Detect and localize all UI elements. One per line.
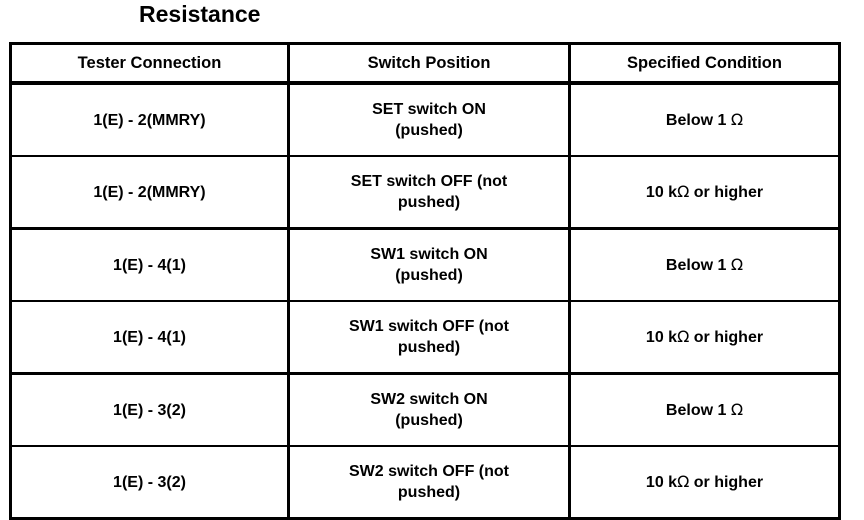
switch-position-line-2: (pushed) (395, 412, 463, 429)
cell-specified-condition: Below 1 Ω (568, 228, 841, 302)
specified-condition-value: Below 1 (665, 402, 731, 419)
cell-tester-connection: 1(E) - 2(MMRY) (9, 84, 290, 157)
specified-condition-value: Below 1 (665, 112, 731, 129)
column-header-specified-condition: Specified Condition (568, 42, 841, 83)
cell-switch-position: SW2 switch ON (pushed) (287, 373, 571, 447)
column-header-tester-connection: Tester Connection (9, 42, 290, 83)
header-rule-cell-1 (9, 81, 290, 85)
specified-condition-value: Below 1 (665, 257, 731, 274)
table-row: 1(E) - 2(MMRY) SET switch ON (pushed) Be… (9, 84, 841, 157)
ohm-symbol: Ω (677, 182, 690, 201)
resistance-inspection-table: Tester Connection Switch Position Specif… (9, 42, 841, 520)
switch-position-line-2: pushed) (397, 339, 461, 356)
cell-specified-condition: 10 kΩ or higher (568, 156, 841, 230)
page-title: Resistance (139, 1, 261, 27)
specified-condition-value: 10 k (645, 474, 678, 491)
table-body: 1(E) - 2(MMRY) SET switch ON (pushed) Be… (9, 81, 841, 520)
cell-tester-connection: 1(E) - 3(2) (9, 373, 290, 447)
switch-position-line-1: SW2 switch OFF (not (349, 463, 509, 480)
switch-position-line-1: SW1 switch OFF (not (349, 318, 509, 335)
cell-specified-condition: 10 kΩ or higher (568, 301, 841, 375)
table-header-row: Tester Connection Switch Position Specif… (9, 42, 841, 83)
specified-condition-suffix: or higher (689, 184, 764, 201)
cell-specified-condition: Below 1 Ω (568, 373, 841, 447)
switch-position-line-2: pushed) (397, 194, 461, 211)
ohm-symbol: Ω (677, 472, 690, 491)
cell-tester-connection: 1(E) - 2(MMRY) (9, 156, 290, 230)
switch-position-line-1: SW1 switch ON (370, 246, 488, 263)
switch-position-line-2: (pushed) (395, 122, 463, 139)
table-row: 1(E) - 4(1) SW1 switch OFF (not pushed) … (9, 301, 841, 375)
table-row: 1(E) - 4(1) SW1 switch ON (pushed) Below… (9, 228, 841, 302)
table-header: Tester Connection Switch Position Specif… (9, 42, 841, 83)
switch-position-line-1: SET switch ON (372, 101, 486, 118)
switch-position-line-1: SET switch OFF (not (350, 173, 508, 190)
page-root: Resistance Tester Connection Switch Posi… (9, 1, 841, 520)
table-row: 1(E) - 3(2) SW2 switch ON (pushed) Below… (9, 373, 841, 447)
cell-tester-connection: 1(E) - 4(1) (9, 301, 290, 375)
cell-switch-position: SW1 switch ON (pushed) (287, 228, 571, 302)
switch-position-line-2: (pushed) (395, 267, 463, 284)
header-rule-cell-2 (287, 81, 571, 85)
cell-switch-position: SET switch OFF (not pushed) (287, 156, 571, 230)
switch-position-line-1: SW2 switch ON (370, 391, 488, 408)
header-double-rule (9, 81, 841, 85)
header-rule-cell-3 (568, 81, 841, 85)
ohm-symbol: Ω (730, 255, 744, 274)
ohm-symbol: Ω (730, 110, 744, 129)
cell-tester-connection: 1(E) - 3(2) (9, 446, 290, 520)
cell-switch-position: SW2 switch OFF (not pushed) (287, 446, 571, 520)
cell-switch-position: SW1 switch OFF (not pushed) (287, 301, 571, 375)
table-row: 1(E) - 2(MMRY) SET switch OFF (not pushe… (9, 156, 841, 230)
specified-condition-value: 10 k (645, 184, 678, 201)
switch-position-line-2: pushed) (397, 484, 461, 501)
specified-condition-suffix: or higher (689, 329, 764, 346)
column-header-switch-position: Switch Position (287, 42, 571, 83)
specified-condition-value: 10 k (645, 329, 678, 346)
cell-specified-condition: Below 1 Ω (568, 84, 841, 157)
specified-condition-suffix: or higher (689, 474, 764, 491)
cell-switch-position: SET switch ON (pushed) (287, 84, 571, 157)
ohm-symbol: Ω (677, 327, 690, 346)
cell-specified-condition: 10 kΩ or higher (568, 446, 841, 520)
table-row: 1(E) - 3(2) SW2 switch OFF (not pushed) … (9, 446, 841, 520)
cell-tester-connection: 1(E) - 4(1) (9, 228, 290, 302)
ohm-symbol: Ω (730, 400, 744, 419)
